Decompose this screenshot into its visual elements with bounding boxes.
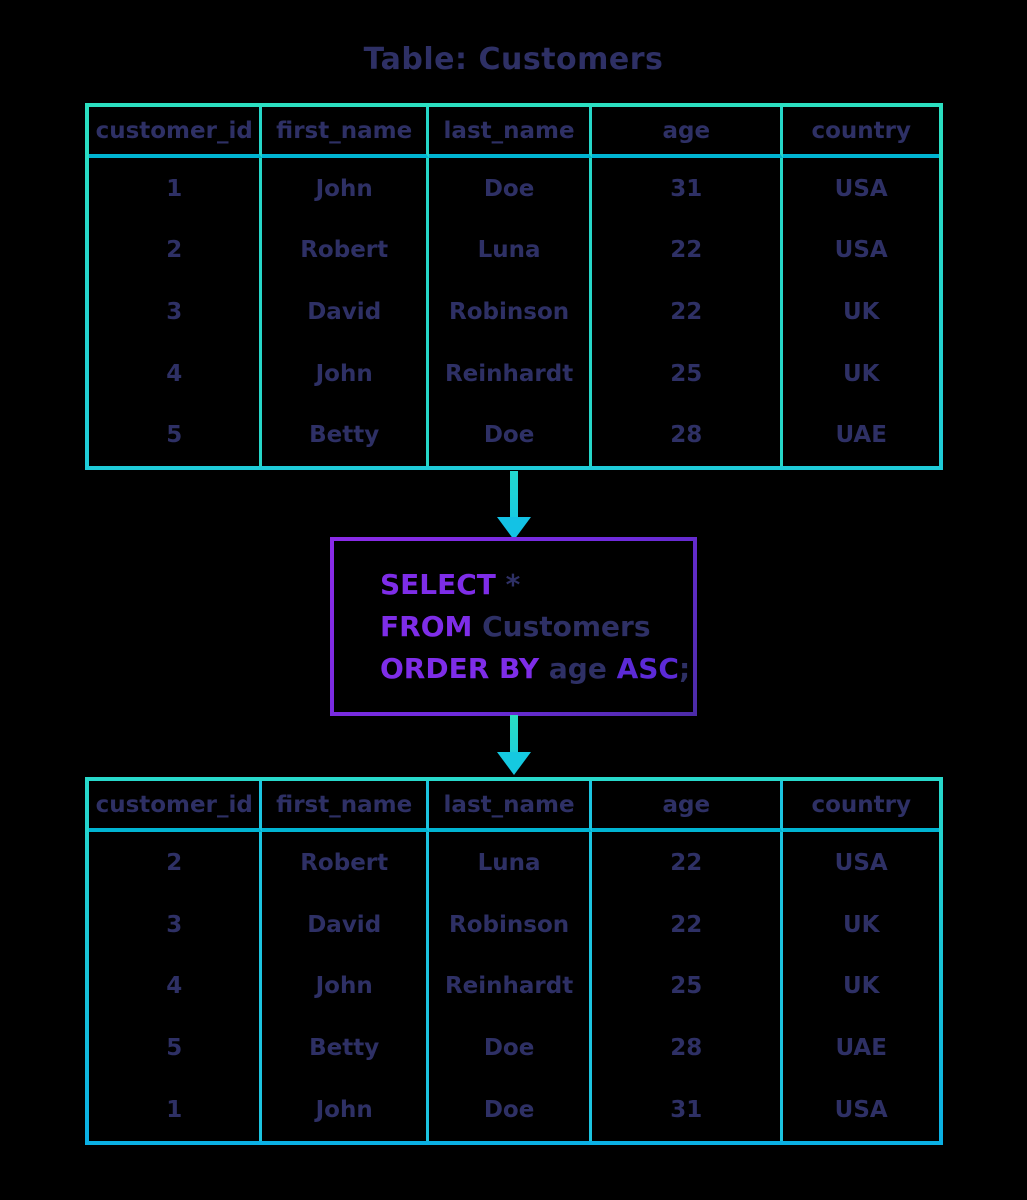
data-cell: UK [842, 360, 880, 387]
data-cell: USA [834, 1097, 888, 1124]
data-cell: 1 [89, 1079, 263, 1141]
header-cell: country [783, 781, 939, 832]
data-cell: USA [834, 175, 888, 202]
sql-argument: age [548, 652, 607, 685]
data-cell: Robert [262, 219, 429, 282]
data-cell: 22 [592, 893, 784, 956]
source-customers-table: customer_id first_name last_name age cou… [85, 103, 943, 470]
data-cell: UK [842, 911, 880, 938]
data-cell: UK [842, 973, 880, 1000]
sql-keyword: ASC [616, 652, 679, 685]
sql-keyword: SELECT [380, 568, 496, 601]
data-cell: 3 [89, 893, 263, 956]
data-cell: 5 [89, 1017, 263, 1080]
header-cell: first_name [262, 781, 429, 832]
data-cell: Doe [429, 1017, 593, 1080]
result-table: customer_id first_name last_name age cou… [85, 777, 943, 1145]
data-cell: Doe [429, 1079, 593, 1141]
sql-keyword: ORDER BY [380, 652, 540, 685]
data-cell: 2 [89, 219, 263, 282]
data-cell: USA [834, 849, 888, 876]
header-cell: last_name [428, 781, 593, 832]
sql-line-order-by: ORDER BY age ASC; [380, 648, 693, 690]
data-cell: Robert [262, 832, 429, 894]
data-cell: 5 [89, 404, 263, 466]
data-cell: 25 [592, 955, 784, 1018]
data-cell: John [262, 158, 429, 220]
data-cell: David [262, 893, 429, 956]
header-cell: age [592, 781, 784, 832]
data-cell: Betty [262, 404, 429, 466]
header-cell: age [592, 107, 784, 158]
data-cell: 28 [592, 1017, 784, 1080]
data-cell: John [262, 1079, 429, 1141]
arrow-head [497, 517, 531, 540]
sql-argument: Customers [482, 610, 651, 643]
data-cell: 22 [592, 832, 784, 894]
arrow-shaft [510, 471, 518, 518]
header-cell: country [783, 107, 939, 158]
data-cell: Reinhardt [429, 955, 593, 1018]
data-cell: Robinson [429, 281, 593, 343]
data-cell: UAE [835, 1035, 887, 1062]
data-cell: UK [842, 298, 880, 325]
data-cell: 25 [592, 342, 784, 405]
data-cell: John [262, 342, 429, 405]
data-cell: John [262, 955, 429, 1018]
sql-keyword: FROM [380, 610, 473, 643]
header-cell: customer_id [89, 107, 263, 158]
sql-query-box: SELECT * FROM Customers ORDER BY age ASC… [330, 537, 697, 716]
header-cell: first_name [262, 107, 429, 158]
sql-line-from: FROM Customers [380, 606, 693, 648]
data-cell: Betty [262, 1017, 429, 1080]
arrow-down-icon [497, 471, 531, 540]
arrow-head [497, 752, 531, 775]
data-cell: 4 [89, 955, 263, 1018]
sql-line-select: SELECT * [380, 564, 693, 606]
data-cell: 28 [592, 404, 784, 466]
data-cell: Luna [429, 832, 593, 894]
header-cell: customer_id [89, 781, 263, 832]
header-cell: last_name [428, 107, 593, 158]
data-cell: 4 [89, 342, 263, 405]
data-cell: UAE [835, 422, 887, 449]
data-cell: Robinson [429, 893, 593, 956]
data-cell: Luna [429, 219, 593, 282]
data-cell: 1 [89, 158, 263, 220]
diagram-title: Table: Customers [363, 42, 664, 77]
arrow-shaft [510, 715, 518, 753]
data-cell: 31 [592, 158, 784, 220]
data-cell: Reinhardt [429, 342, 593, 405]
data-cell: 22 [592, 219, 784, 282]
data-cell: 22 [592, 281, 784, 343]
data-cell: Doe [429, 158, 593, 220]
data-cell: 31 [592, 1079, 784, 1141]
arrow-down-icon [497, 715, 531, 776]
data-cell: USA [834, 237, 888, 264]
sql-terminator: ; [678, 652, 691, 685]
data-cell: 3 [89, 281, 263, 343]
data-cell: 2 [89, 832, 263, 894]
data-cell: Doe [429, 404, 593, 466]
data-cell: David [262, 281, 429, 343]
sql-argument: * [505, 568, 521, 601]
